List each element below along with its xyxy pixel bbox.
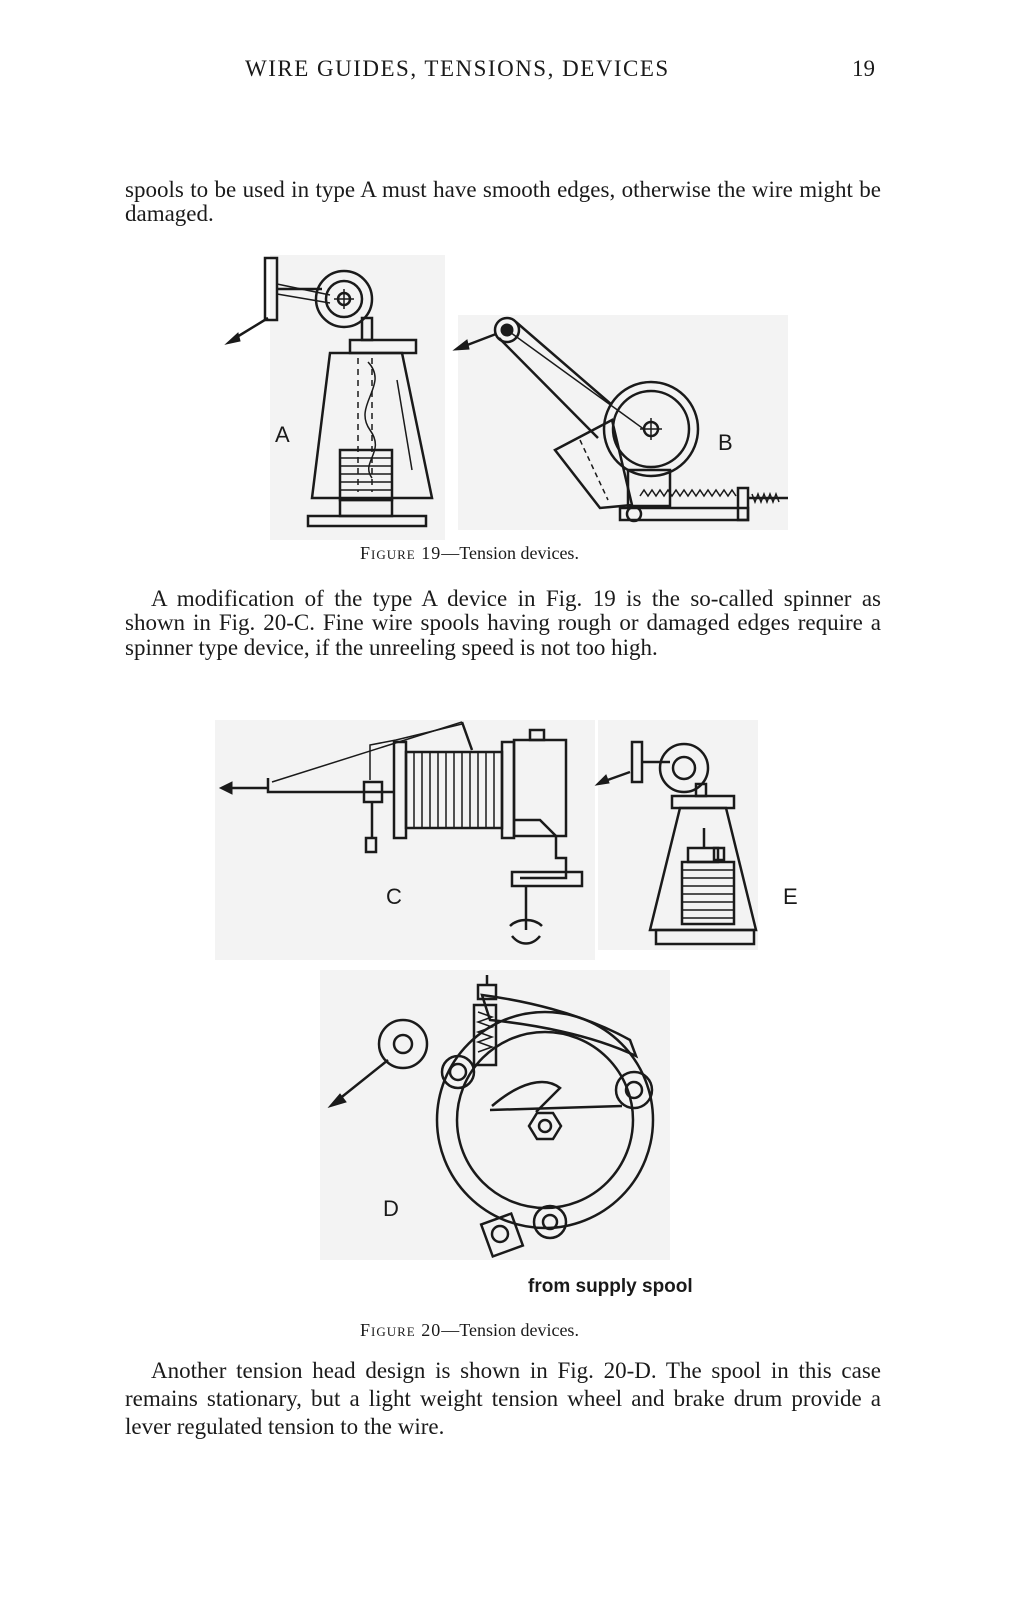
device-e-drawing: [594, 720, 758, 950]
supply-spool-label: from supply spool: [528, 1276, 693, 1297]
figure-20-label-e: E: [783, 884, 798, 909]
figure-19-caption: Figure 19—Tension devices.: [360, 543, 579, 564]
figure-19-caption-label: Figure 19: [360, 543, 442, 563]
paragraph-1: spools to be used in type A must have sm…: [125, 177, 881, 227]
figure-20-label-d: D: [383, 1196, 399, 1221]
figure-20-caption: Figure 20—Tension devices.: [360, 1320, 579, 1341]
figure-19-caption-text: —Tension devices.: [441, 543, 579, 563]
device-b-drawing: [452, 315, 788, 530]
figure-19-label-a: A: [275, 422, 290, 447]
paragraph-2: A modification of the type A device in F…: [125, 586, 881, 660]
device-d-drawing: [320, 970, 670, 1260]
paragraph-3: Another tension head design is shown in …: [125, 1358, 881, 1439]
figure-20-label-c: C: [386, 884, 402, 909]
device-a-drawing: [224, 255, 445, 540]
figure-20-caption-label: Figure 20: [360, 1320, 442, 1340]
device-c-drawing: [215, 720, 595, 960]
figure-20-caption-text: —Tension devices.: [441, 1320, 579, 1340]
running-head: WIRE GUIDES, TENSIONS, DEVICES: [245, 56, 670, 81]
figure-19-label-b: B: [718, 430, 733, 455]
page-number: 19: [852, 56, 875, 81]
